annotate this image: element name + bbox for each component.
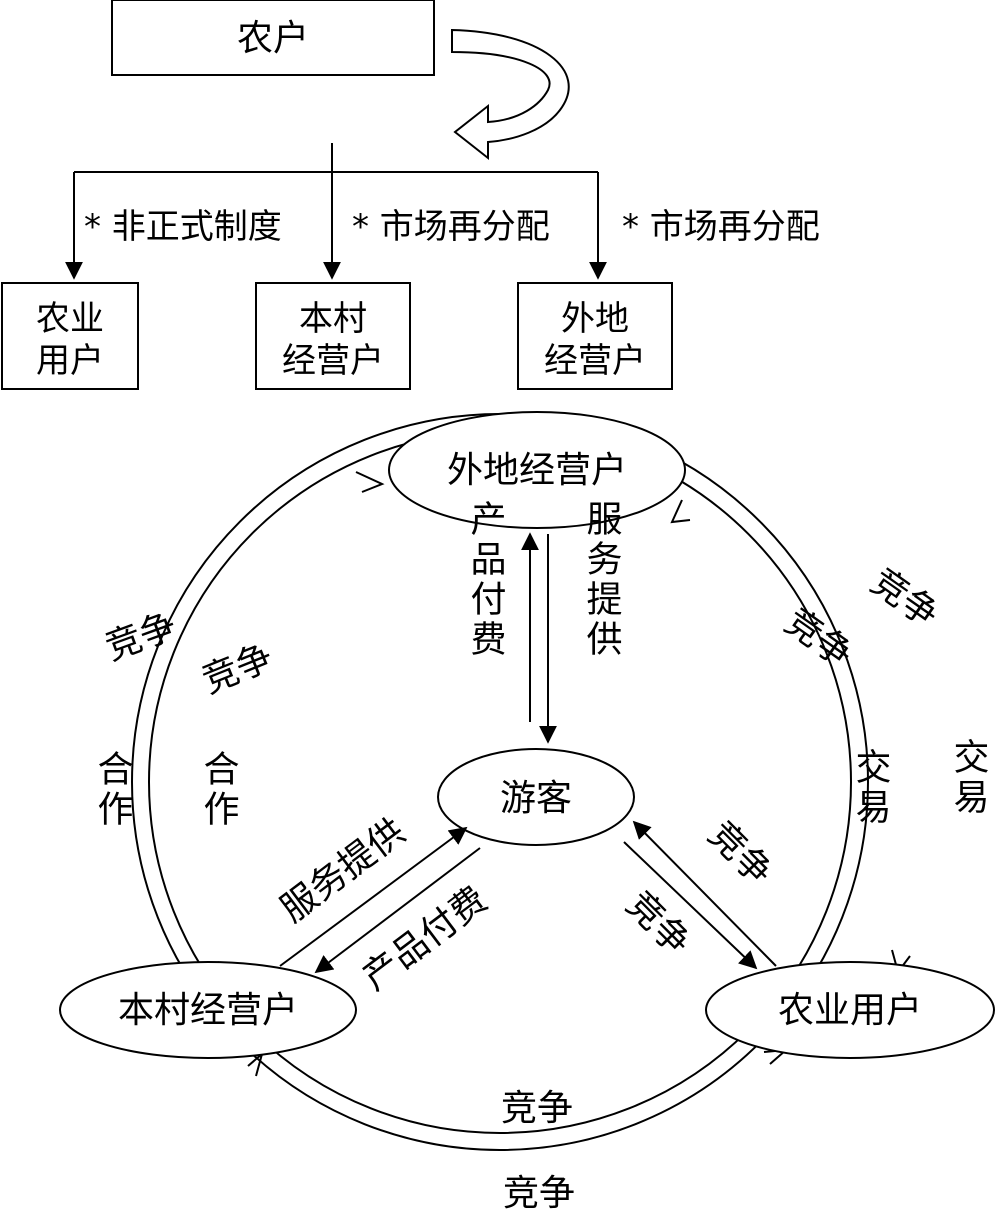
- branch-label-market-2: * 市场再分配: [622, 207, 820, 247]
- node-tourist: 游客: [437, 748, 635, 846]
- edge-label-service-top: 服务提供: [581, 500, 623, 660]
- circle-label-cooperation-inner-left: 合作: [198, 750, 239, 830]
- edge-label-competition-right-upper: 竞争: [700, 814, 780, 894]
- edge-label-payment-top: 产品付费: [465, 500, 506, 660]
- edge-label-payment-left: 产品付费: [355, 879, 495, 998]
- curved-arrow-icon: [451, 28, 570, 161]
- circle-label-competition-inner-left: 竞争: [197, 637, 279, 702]
- circle-label-competition-outer-bottom: 竞争: [503, 1173, 575, 1214]
- circle-label-competition-outer-right: 竞争: [863, 561, 946, 636]
- target-box-village-operator: 本村 经营户: [255, 282, 411, 390]
- target-agri-line1: 农业: [36, 299, 104, 339]
- branch-connectors: [65, 143, 607, 280]
- node-outside-operator-label: 外地经营户: [447, 450, 627, 491]
- branch-label-informal: * 非正式制度: [84, 207, 282, 247]
- farmer-label: 农户: [237, 18, 309, 59]
- target-outside-line1: 外地: [561, 299, 629, 339]
- edge-label-service-left: 服务提供: [273, 811, 413, 930]
- circle-label-trade-outer-right: 交易: [948, 738, 989, 818]
- target-village-line2: 经营户: [282, 341, 384, 381]
- node-village-operator: 本村经营户: [59, 961, 357, 1059]
- edge-arrows: [279, 532, 777, 974]
- circle-label-cooperation-outer-left: 合作: [92, 750, 133, 830]
- circle-label-trade-inner-right: 交易: [850, 748, 891, 828]
- node-tourist-label: 游客: [500, 778, 572, 819]
- circle-label-competition-outer-left: 竞争: [100, 606, 182, 669]
- node-outside-operator: 外地经营户: [388, 411, 686, 529]
- target-village-line1: 本村: [299, 299, 367, 339]
- branch-label-market-1: * 市场再分配: [352, 207, 550, 247]
- node-village-operator-label: 本村经营户: [118, 990, 298, 1031]
- node-agri-user-label: 农业用户: [778, 990, 922, 1031]
- circle-label-competition-inner-right: 竞争: [777, 601, 860, 676]
- farmer-box: 农户: [111, 0, 435, 76]
- target-agri-line2: 用户: [36, 341, 104, 381]
- edge-label-competition-right-lower: 竞争: [618, 884, 698, 964]
- target-outside-line2: 经营户: [544, 341, 646, 381]
- circle-label-competition-inner-bottom: 竞争: [501, 1088, 573, 1129]
- target-box-agri-user: 农业 用户: [1, 282, 139, 390]
- node-agri-user: 农业用户: [705, 961, 995, 1059]
- target-box-outside-operator: 外地 经营户: [517, 282, 673, 390]
